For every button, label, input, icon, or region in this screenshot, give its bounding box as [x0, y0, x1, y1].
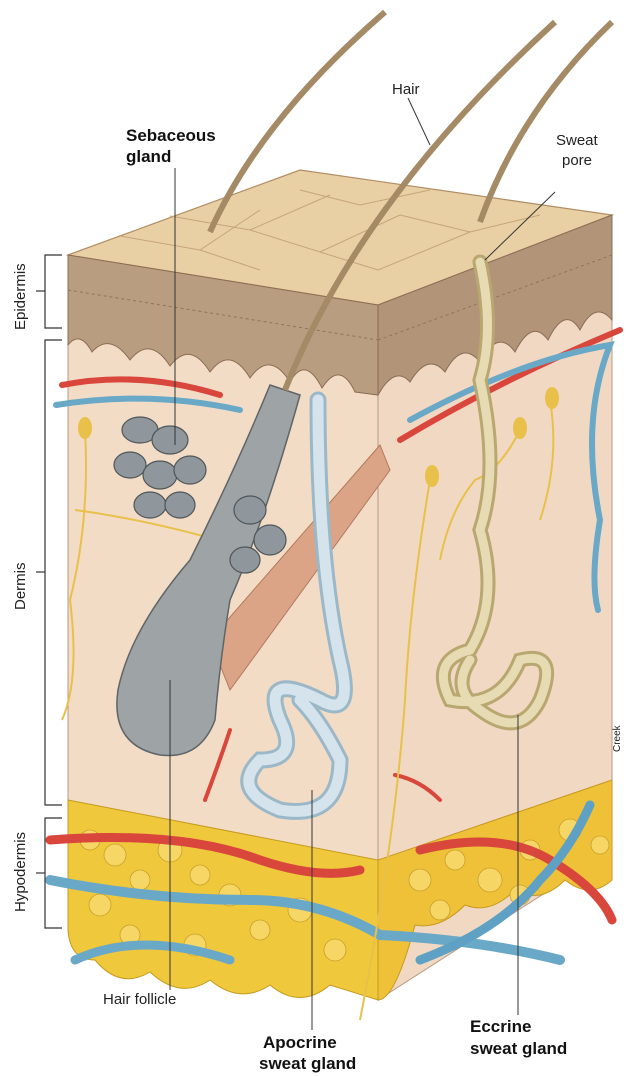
- nerve-ending-1: [79, 418, 91, 438]
- label-sebaceous-line1: Sebaceous: [126, 126, 216, 146]
- label-epidermis: Epidermis: [12, 263, 29, 330]
- bracket-dermis: [45, 340, 62, 805]
- nerve-ending-2: [426, 466, 438, 486]
- hair-shaft-right: [480, 22, 612, 222]
- layer-brackets: [36, 255, 62, 928]
- label-sweat-pore-line2: pore: [562, 151, 592, 170]
- label-apocrine-line2: sweat gland: [259, 1054, 356, 1074]
- label-sweat-pore-line1: Sweat: [556, 131, 598, 150]
- nerve-ending-3: [514, 418, 526, 438]
- label-hair: Hair: [392, 80, 420, 99]
- nerve-ending-4: [546, 388, 558, 408]
- bracket-epidermis: [45, 255, 62, 328]
- artist-credit: Creek: [612, 725, 623, 752]
- label-hair-follicle: Hair follicle: [103, 990, 176, 1009]
- label-eccrine-line2: sweat gland: [470, 1039, 567, 1059]
- leader-hair: [408, 98, 430, 145]
- label-hypodermis: Hypodermis: [12, 832, 29, 912]
- bracket-hypodermis: [45, 818, 62, 928]
- label-apocrine-line1: Apocrine: [263, 1033, 337, 1053]
- label-dermis: Dermis: [12, 563, 29, 611]
- label-eccrine-line1: Eccrine: [470, 1017, 531, 1037]
- label-sebaceous-line2: gland: [126, 147, 171, 167]
